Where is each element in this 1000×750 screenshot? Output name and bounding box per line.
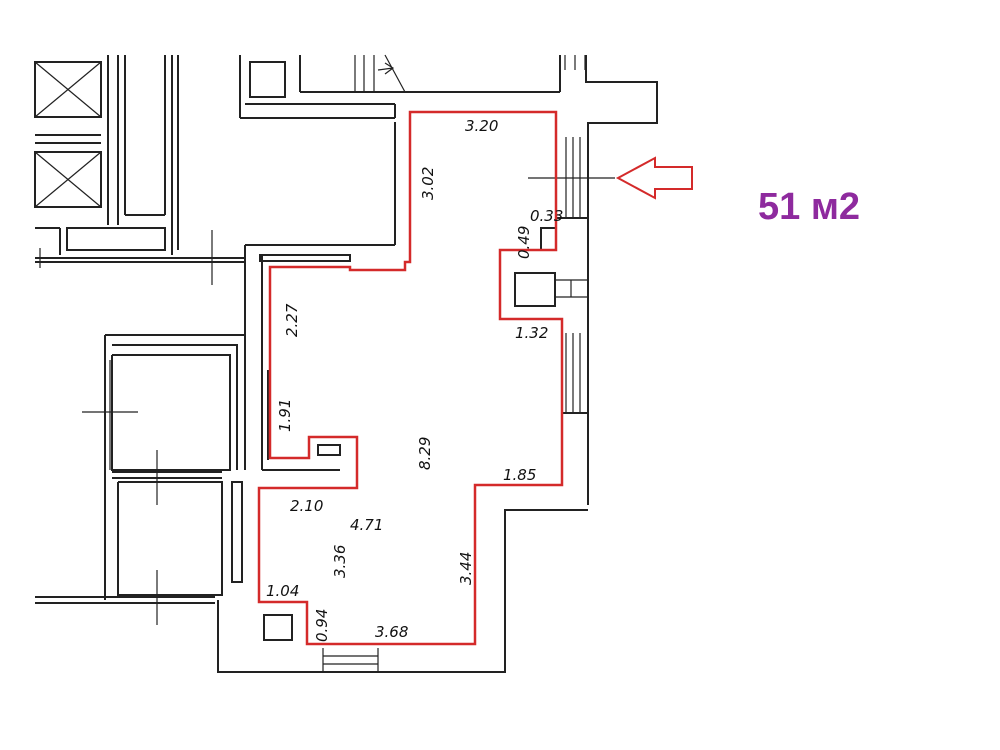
dim-left-bottom: 3.36 (331, 545, 349, 578)
dim-left-lower: 1.91 (276, 399, 294, 432)
walls (34, 54, 658, 673)
premises-outline (257, 110, 564, 646)
dim-left-upper: 3.02 (419, 167, 437, 200)
dim-corner-h: 0.94 (313, 609, 331, 642)
dim-corner-w: 1.04 (266, 582, 299, 600)
dim-top: 3.20 (465, 117, 498, 135)
dim-notch-h: 0.49 (515, 226, 533, 259)
dim-left-mid: 2.27 (283, 303, 301, 337)
dim-right-step: 1.85 (503, 466, 536, 484)
dim-right-mid: 1.32 (515, 324, 548, 342)
entrance-arrow-icon (615, 156, 693, 200)
dim-notch-w: 0.33 (530, 207, 563, 225)
dim-bottom: 3.68 (375, 623, 408, 641)
dim-inner: 4.71 (350, 516, 383, 534)
dim-center: 8.29 (416, 437, 434, 470)
dim-step-w: 2.10 (290, 497, 323, 515)
dim-right-bottom: 3.44 (457, 552, 475, 585)
area-label: 51 м2 (758, 186, 861, 228)
dimension-labels: 3.20 3.02 0.33 0.49 1.32 2.27 1.91 8.29 … (266, 117, 563, 642)
